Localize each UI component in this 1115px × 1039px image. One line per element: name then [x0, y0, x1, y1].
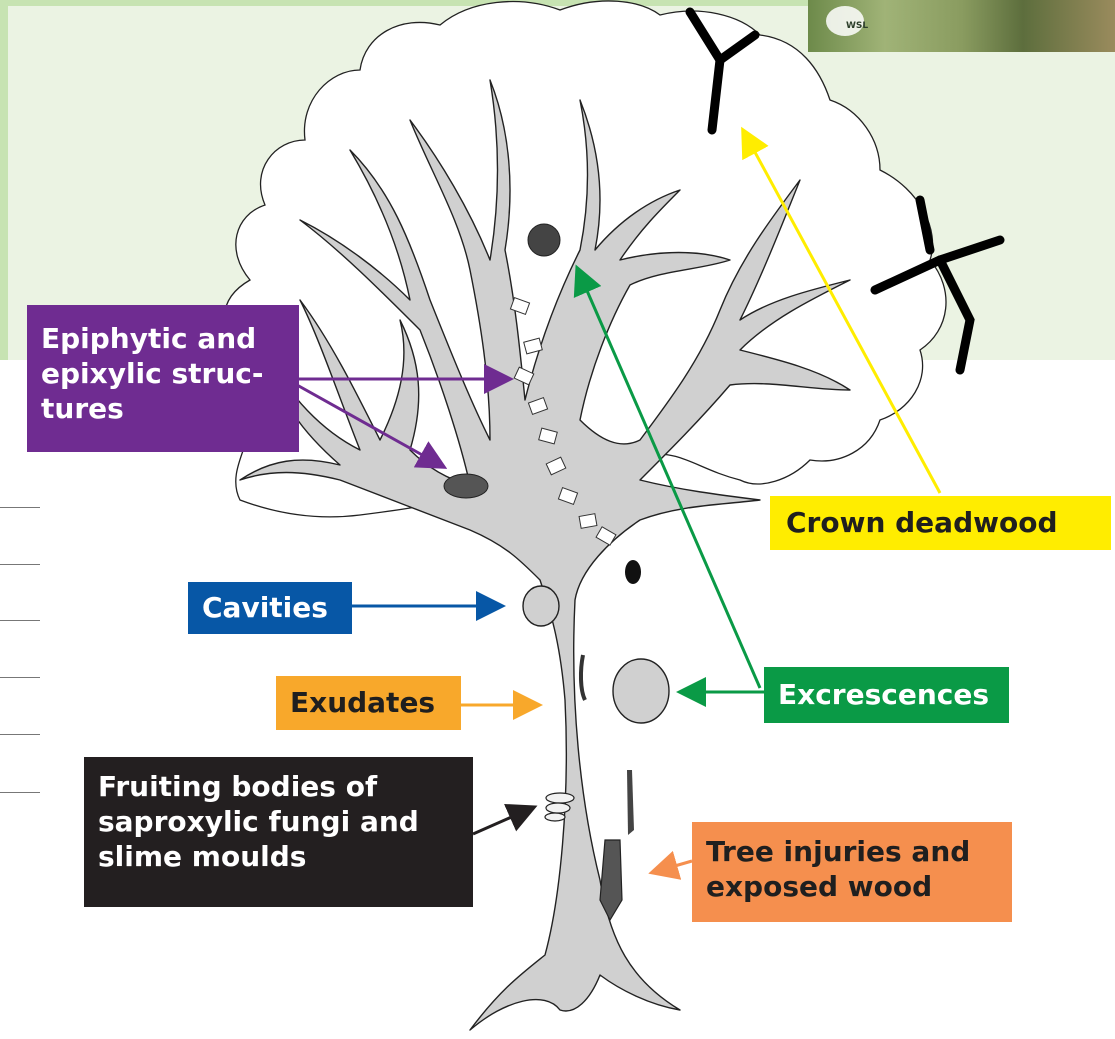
cavity	[625, 560, 641, 584]
label-fruiting-bodies: Fruiting bodies of saproxylic fungi and …	[84, 757, 473, 907]
label-exudates: Exudates	[276, 676, 461, 730]
label-line: slime moulds	[98, 839, 459, 874]
cavity	[523, 586, 559, 626]
label-excrescences: Excrescences	[764, 667, 1009, 723]
tree-injury	[627, 770, 634, 835]
label-line: epixylic struc-	[41, 356, 285, 391]
label-crown-deadwood: Crown deadwood	[770, 496, 1111, 550]
epiphyte-tuft	[528, 224, 560, 256]
label-line: tures	[41, 391, 285, 426]
fruiting-arrow	[473, 808, 532, 834]
label-line: exposed wood	[706, 869, 998, 904]
epiphyte-nest	[444, 474, 488, 498]
exudate-streak	[581, 655, 585, 700]
label-cavities: Cavities	[188, 582, 352, 634]
excrescence	[613, 659, 669, 723]
label-tree-injuries: Tree injuries and exposed wood	[692, 822, 1012, 922]
label-line: Epiphytic and	[41, 321, 285, 356]
injuries-arrow	[654, 861, 692, 872]
label-line: Tree injuries and	[706, 834, 998, 869]
label-line: Fruiting bodies of	[98, 769, 459, 804]
label-epiphytic-structures: Epiphytic and epixylic struc- tures	[27, 305, 299, 452]
label-line: saproxylic fungi and	[98, 804, 459, 839]
